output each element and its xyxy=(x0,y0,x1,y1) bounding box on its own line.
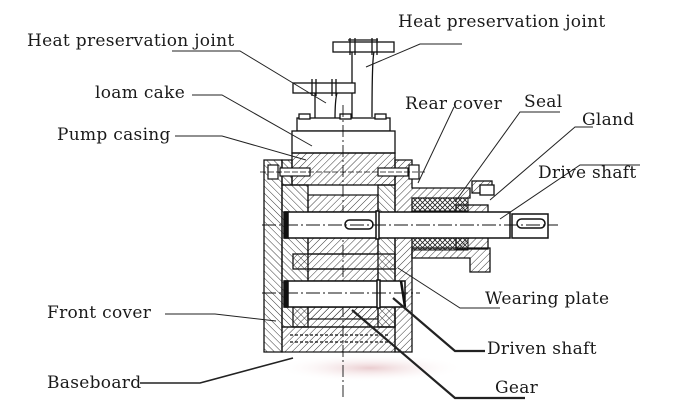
label-front-cover: Front cover xyxy=(47,303,152,323)
label-gear: Gear xyxy=(495,378,539,398)
label-loam-cake: loam cake xyxy=(95,83,186,103)
label-rear-cover: Rear cover xyxy=(405,94,503,114)
label-seal: Seal xyxy=(524,92,563,112)
leader-gear xyxy=(351,309,525,400)
label-pump-casing: Pump casing xyxy=(57,125,171,145)
leader-wearing-plate xyxy=(397,267,500,309)
label-driven-shaft: Driven shaft xyxy=(487,339,597,359)
leader-drive-shaft xyxy=(499,164,640,220)
label-baseboard: Baseboard xyxy=(47,373,142,393)
heat-joint-lower xyxy=(292,79,356,121)
label-gland: Gland xyxy=(582,110,635,130)
label-heat-preservation-joint-left: Heat preservation joint xyxy=(27,31,235,51)
label-heat-preservation-joint-right: Heat preservation joint xyxy=(398,12,606,32)
leader-driven-shaft xyxy=(392,297,485,353)
drive-shaft xyxy=(262,210,558,240)
leader-baseboard xyxy=(140,357,294,384)
leader-seal xyxy=(454,111,560,203)
leader-heat-joint-left xyxy=(172,50,327,104)
leader-gland xyxy=(489,126,593,201)
seal-packing xyxy=(411,197,469,251)
front-cover xyxy=(263,159,309,353)
leader-loam-cake xyxy=(192,94,313,147)
casing-bolts xyxy=(260,164,425,180)
driven-shaft xyxy=(262,279,420,309)
leader-rear-cover xyxy=(417,106,455,184)
leader-front-cover xyxy=(165,313,277,322)
leader-heat-joint-right xyxy=(365,43,462,68)
label-drive-shaft: Drive shaft xyxy=(538,163,637,183)
leader-lines xyxy=(140,43,640,400)
leader-pump-casing xyxy=(175,135,307,161)
baseboard xyxy=(281,326,396,353)
heat-joint-upper xyxy=(332,38,395,121)
label-wearing-plate: Wearing plate xyxy=(485,289,610,309)
base-shadow xyxy=(275,354,465,382)
